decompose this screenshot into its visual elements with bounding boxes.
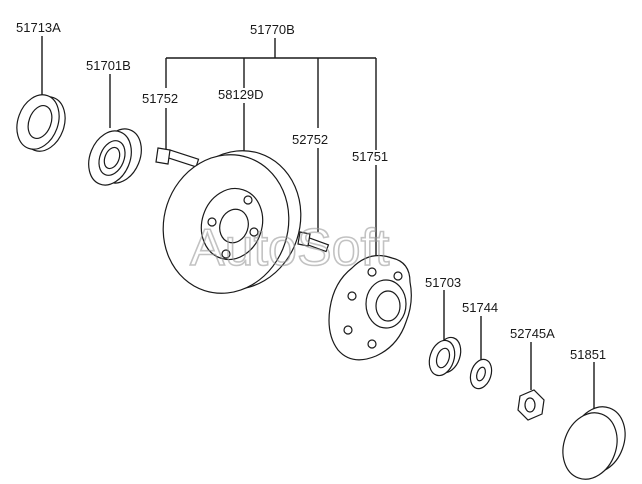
- watermark: AutoSoft: [190, 219, 390, 277]
- hub-bolt-52752: [297, 231, 330, 253]
- oil-seal-51713A: [16, 94, 66, 152]
- part-labels: 51713A 51701B 51770B 51752 58129D 52752 …: [16, 20, 606, 362]
- label-52752: 52752: [292, 132, 328, 147]
- label-51703: 51703: [425, 275, 461, 290]
- wheel-bolt-51752: [155, 147, 200, 168]
- label-51744: 51744: [462, 300, 498, 315]
- wheel-hub-51751: [328, 255, 412, 361]
- washer-51744: [469, 358, 493, 390]
- nut-52745A: [517, 389, 545, 421]
- label-51752: 51752: [142, 91, 178, 106]
- bearing-51703: [428, 336, 462, 377]
- hub-cap-51851: [562, 406, 626, 480]
- brake-disc-58129D: [162, 150, 302, 294]
- leader-lines: [41, 36, 595, 414]
- label-51701B: 51701B: [86, 58, 131, 73]
- label-51751: 51751: [352, 149, 388, 164]
- label-52745A: 52745A: [510, 326, 555, 341]
- label-51851: 51851: [570, 347, 606, 362]
- bearing-51701B: [88, 128, 142, 186]
- label-51770B: 51770B: [250, 22, 295, 37]
- label-51713A: 51713A: [16, 20, 61, 35]
- label-58129D: 58129D: [218, 87, 264, 102]
